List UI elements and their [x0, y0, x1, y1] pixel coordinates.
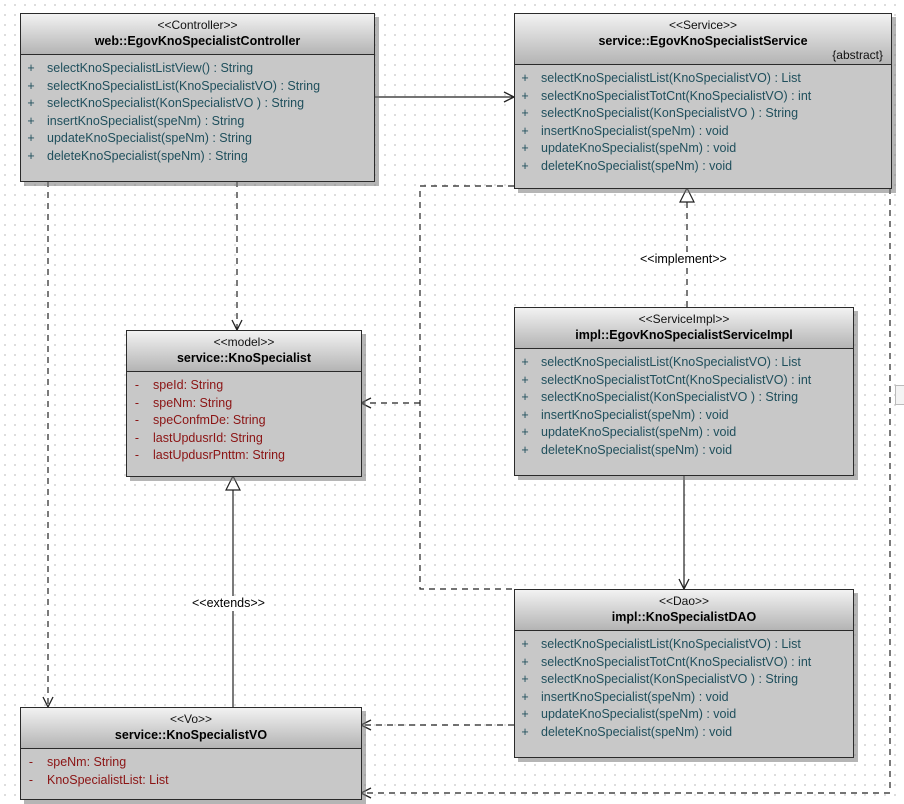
operations-list: +selectKnoSpecialistList(KnoSpecialistVO…: [515, 631, 853, 743]
stereotype: <<Controller>>: [157, 18, 238, 32]
class-name: web::EgovKnoSpecialistController: [94, 34, 301, 48]
abstract-modifier: {abstract}: [832, 48, 883, 62]
stereotype: <<ServiceImpl>>: [638, 312, 730, 326]
operations-list: +selectKnoSpecialistListView() : String …: [21, 55, 374, 167]
operation-row: +updateKnoSpecialist(speNm) : void: [521, 707, 737, 721]
operation-row: +selectKnoSpecialistTotCnt(KnoSpecialist…: [521, 372, 812, 387]
attribute-row: -lastUpdusrId: String: [134, 430, 263, 445]
attributes-list: -speId: String -speNm: String -speConfmD…: [127, 372, 361, 467]
operation-row: +updateKnoSpecialist(speNm) : void: [521, 425, 737, 439]
stereotype: <<Service>>: [668, 18, 738, 32]
operation-row: +selectKnoSpecialistListView() : String: [27, 61, 254, 75]
operation-row: +selectKnoSpecialistTotCnt(KnoSpecialist…: [521, 88, 812, 103]
class-vo[interactable]: <<Vo>> service::KnoSpecialistVO -speNm: …: [20, 707, 362, 800]
class-name: impl::KnoSpecialistDAO: [611, 610, 757, 624]
class-header: <<Dao>> impl::KnoSpecialistDAO: [515, 590, 853, 631]
operation-row: +selectKnoSpecialist(KonSpecialistVO ) :…: [521, 106, 799, 120]
class-header: <<model>> service::KnoSpecialist: [127, 331, 361, 372]
class-header: <<Controller>> web::EgovKnoSpecialistCon…: [21, 14, 374, 55]
extends-label: <<extends>>: [190, 596, 267, 611]
attributes-list: -speNm: String -KnoSpecialistList: List: [21, 749, 361, 791]
class-header: <<ServiceImpl>> impl::EgovKnoSpecialistS…: [515, 308, 853, 349]
attribute-row: -KnoSpecialistList: List: [28, 772, 169, 787]
operation-row: +selectKnoSpecialistTotCnt(KnoSpecialist…: [521, 654, 812, 669]
operation-row: +selectKnoSpecialistList(KnoSpecialistVO…: [27, 78, 321, 93]
implement-label: <<implement>>: [638, 252, 729, 267]
operation-row: +deleteKnoSpecialist(speNm) : void: [521, 442, 733, 457]
operation-row: +selectKnoSpecialistList(KnoSpecialistVO…: [521, 355, 801, 369]
class-service[interactable]: <<Service>> service::EgovKnoSpecialistSe…: [514, 13, 892, 189]
stereotype: <<Dao>>: [658, 594, 710, 608]
operation-row: +selectKnoSpecialist(KonSpecialistVO ) :…: [27, 96, 305, 110]
operation-row: +deleteKnoSpecialist(speNm) : String: [27, 148, 248, 163]
operation-row: +selectKnoSpecialist(KonSpecialistVO ) :…: [521, 672, 799, 686]
operation-row: +updateKnoSpecialist(speNm) : String: [27, 131, 252, 145]
class-name: impl::EgovKnoSpecialistServiceImpl: [575, 328, 793, 342]
operation-row: +insertKnoSpecialist(speNm) : void: [521, 123, 729, 138]
operation-row: +insertKnoSpecialist(speNm) : void: [521, 407, 729, 422]
operation-row: +selectKnoSpecialistList(KnoSpecialistVO…: [521, 637, 801, 651]
operation-row: +insertKnoSpecialist(speNm) : void: [521, 689, 729, 704]
operation-row: +selectKnoSpecialistList(KnoSpecialistVO…: [521, 71, 801, 85]
class-serviceimpl[interactable]: <<ServiceImpl>> impl::EgovKnoSpecialistS…: [514, 307, 854, 476]
stereotype: <<Vo>>: [169, 712, 213, 726]
attribute-row: -speConfmDe: String: [134, 413, 266, 427]
dep-service-model: [361, 185, 514, 590]
class-model[interactable]: <<model>> service::KnoSpecialist -speId:…: [126, 330, 362, 477]
class-header: <<Service>> service::EgovKnoSpecialistSe…: [515, 14, 891, 65]
class-header: <<Vo>> service::KnoSpecialistVO: [21, 708, 361, 749]
dep-service-vo: [361, 188, 891, 793]
class-name: service::KnoSpecialist: [176, 351, 312, 365]
operation-row: +insertKnoSpecialist(speNm) : String: [27, 113, 245, 128]
operations-list: +selectKnoSpecialistList(KnoSpecialistVO…: [515, 349, 853, 461]
attribute-row: -speNm: String: [28, 755, 127, 769]
class-controller[interactable]: <<Controller>> web::EgovKnoSpecialistCon…: [20, 13, 375, 182]
attribute-row: -speNm: String: [134, 395, 233, 410]
operation-row: +deleteKnoSpecialist(speNm) : void: [521, 724, 733, 739]
class-name: service::KnoSpecialistVO: [114, 728, 268, 742]
operations-list: +selectKnoSpecialistList(KnoSpecialistVO…: [515, 65, 891, 177]
operation-row: +selectKnoSpecialist(KonSpecialistVO ) :…: [521, 390, 799, 404]
operation-row: +deleteKnoSpecialist(speNm) : void: [521, 158, 733, 173]
attribute-row: -speId: String: [134, 378, 224, 392]
attribute-row: -lastUpdusrPnttm: String: [134, 448, 285, 462]
panel-edge-tab[interactable]: [895, 385, 904, 405]
class-name: service::EgovKnoSpecialistService: [598, 34, 808, 48]
class-dao[interactable]: <<Dao>> impl::KnoSpecialistDAO +selectKn…: [514, 589, 854, 758]
operation-row: +updateKnoSpecialist(speNm) : void: [521, 141, 737, 155]
stereotype: <<model>>: [213, 335, 275, 349]
